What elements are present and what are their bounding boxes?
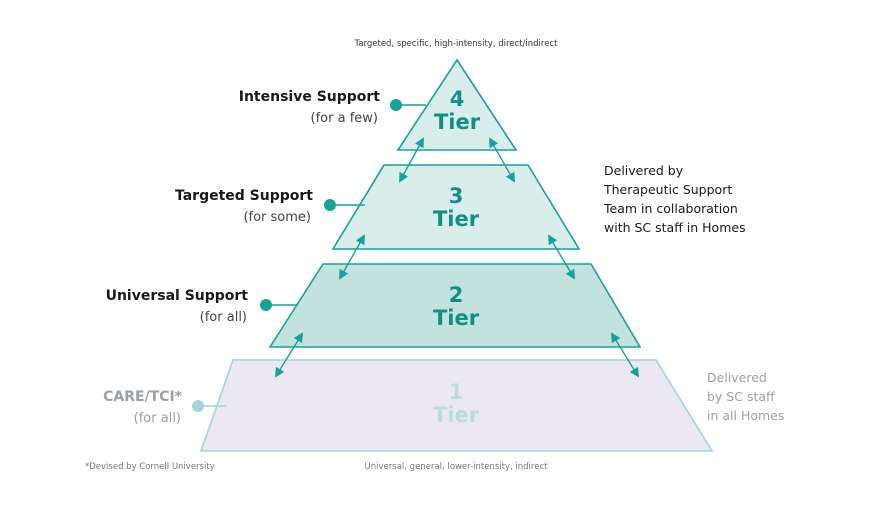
tier-2-word: Tier: [433, 306, 480, 330]
sc-staff-note-line-2: by SC staff: [707, 389, 775, 404]
tier-3-word: Tier: [433, 207, 480, 231]
arrow-right-4-3: [489, 137, 515, 183]
tier-4-number: 4: [450, 87, 465, 111]
therapeutic-note-line-3: Team in collaboration: [603, 201, 738, 216]
footnote: *Devised by Cornell University: [85, 462, 215, 472]
connector-dot-tier-1: [192, 400, 204, 412]
connector-dot-tier-3: [324, 199, 336, 211]
tier-1-shape: [199, 359, 714, 452]
sc-staff-note-line-1: Delivered: [707, 370, 767, 385]
bottom-caption: Universal, general, lower-intensity, ind…: [365, 462, 549, 472]
therapeutic-team-note: Delivered by Therapeutic Support Team in…: [603, 163, 746, 235]
tier-2-label: Universal Support: [106, 288, 249, 304]
tier-3-number: 3: [449, 184, 464, 208]
arrow-right-3-2: [547, 234, 576, 280]
arrow-left-2-1: [274, 332, 304, 378]
tier-3-sublabel: (for some): [243, 210, 311, 225]
tier-1-label: CARE/TCI*: [103, 389, 183, 405]
arrow-left-4-3: [399, 137, 424, 183]
tier-1-number: 1: [449, 380, 464, 404]
tier-1-sublabel: (for all): [134, 411, 181, 426]
top-caption: Targeted, specific, high-intensity, dire…: [354, 39, 559, 49]
tier-1-word: Tier: [433, 403, 480, 427]
tier-3-label: Targeted Support: [175, 188, 313, 204]
therapeutic-note-line-1: Delivered by: [604, 163, 684, 178]
sc-staff-note: Delivered by SC staff in all Homes: [707, 370, 784, 423]
tier-4-sublabel: (for a few): [311, 111, 378, 126]
tier-4-word: Tier: [434, 110, 481, 134]
sc-staff-note-line-3: in all Homes: [707, 408, 784, 423]
arrow-left-3-2: [339, 234, 365, 280]
tier-4-label: Intensive Support: [239, 89, 381, 105]
tier-2-number: 2: [449, 283, 464, 307]
arrow-right-2-1: [610, 332, 640, 378]
therapeutic-note-line-2: Therapeutic Support: [603, 182, 732, 197]
tier-3-shape: [331, 164, 581, 250]
therapeutic-note-line-4: with SC staff in Homes: [604, 220, 746, 235]
connector-dot-tier-2: [260, 299, 272, 311]
tier-2-sublabel: (for all): [200, 310, 247, 325]
tier-2-shape: [268, 263, 642, 348]
connector-dot-tier-4: [390, 99, 402, 111]
tier-4-shape: [396, 58, 518, 151]
